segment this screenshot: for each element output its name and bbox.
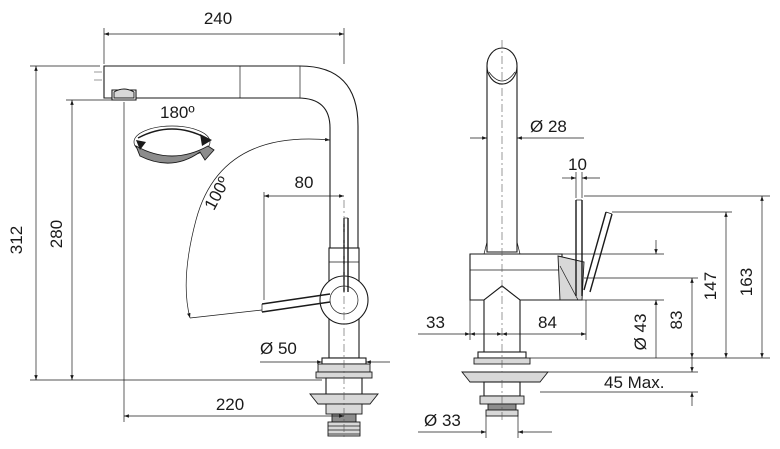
dim-163: 163 bbox=[530, 195, 770, 359]
dim-33-width-label: 33 bbox=[426, 313, 445, 332]
dim-dia-28-label: Ø 28 bbox=[530, 117, 567, 136]
dim-147-label: 147 bbox=[701, 272, 720, 300]
side-view: 240 312 280 180º 100º bbox=[7, 9, 390, 440]
dim-84: 84 bbox=[502, 300, 587, 340]
rotation-100-label: 100º bbox=[201, 174, 234, 213]
dim-45-max-label: 45 Max. bbox=[604, 373, 664, 392]
dim-83: 83 bbox=[584, 277, 698, 358]
dim-dia-28: Ø 28 bbox=[470, 117, 584, 140]
front-view: Ø 28 10 163 147 83 bbox=[418, 40, 770, 438]
dim-dia-50-label: Ø 50 bbox=[260, 339, 297, 358]
dim-dia-50: Ø 50 bbox=[260, 339, 390, 364]
rotation-100: 100º bbox=[185, 137, 331, 319]
dim-280: 280 bbox=[47, 99, 112, 380]
dim-10-label: 10 bbox=[568, 155, 587, 174]
dim-83-label: 83 bbox=[667, 311, 686, 330]
front-spout bbox=[486, 47, 518, 253]
dim-280-label: 280 bbox=[47, 220, 66, 248]
dim-220-label: 220 bbox=[216, 395, 244, 414]
dim-147: 147 bbox=[612, 211, 732, 358]
rotation-180-label: 180º bbox=[160, 103, 195, 122]
dim-312: 312 bbox=[7, 65, 322, 381]
dim-33-width: 33 bbox=[418, 300, 502, 340]
spout bbox=[94, 65, 359, 249]
dim-312-label: 312 bbox=[7, 226, 26, 254]
dim-dia-33-label: Ø 33 bbox=[424, 411, 461, 430]
dim-84-label: 84 bbox=[538, 313, 557, 332]
front-shank bbox=[461, 371, 549, 420]
rotation-180: 180º bbox=[133, 103, 215, 164]
dim-45-max: 45 Max. bbox=[540, 358, 698, 406]
dim-dia-33: Ø 33 bbox=[418, 411, 552, 438]
dim-dia-43-label: Ø 43 bbox=[631, 314, 650, 351]
dim-10: 10 bbox=[562, 155, 600, 198]
dim-240: 240 bbox=[103, 9, 345, 64]
dim-240-label: 240 bbox=[204, 9, 232, 28]
dim-80: 80 bbox=[263, 173, 344, 300]
dim-dia-43: Ø 43 bbox=[562, 240, 664, 358]
dim-163-label: 163 bbox=[737, 268, 756, 296]
dim-80-label: 80 bbox=[295, 173, 314, 192]
dim-220: 220 bbox=[123, 102, 344, 422]
